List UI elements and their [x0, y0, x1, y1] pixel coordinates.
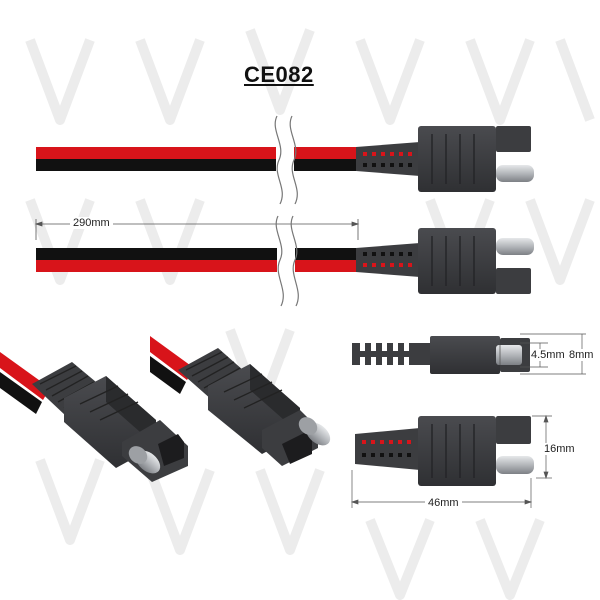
second-connector-pin	[496, 238, 534, 255]
top-break-line-left	[274, 115, 283, 205]
watermark-pattern	[25, 28, 595, 600]
top-connector	[356, 126, 534, 192]
bottom-break-line-right	[290, 215, 299, 307]
bottom-red-wire	[36, 260, 359, 272]
plug-width-label: 8mm	[569, 349, 594, 361]
front-view-connector	[355, 416, 534, 486]
second-connector	[356, 228, 534, 294]
top-break-line-right	[289, 115, 298, 205]
side-view-connector	[352, 336, 530, 374]
connector-3d-right	[150, 336, 331, 466]
top-cable	[36, 115, 359, 205]
top-connector-pin	[496, 165, 534, 182]
top-black-wire	[36, 159, 359, 171]
bottom-cable	[36, 215, 359, 307]
bottom-black-wire	[36, 248, 359, 260]
plug-length-label: 46mm	[425, 497, 462, 509]
plug-height-label: 16mm	[544, 443, 575, 455]
cable-length-label: 290mm	[70, 217, 113, 229]
top-red-wire	[36, 147, 359, 159]
pin-width-label: 4.5mm	[531, 349, 565, 361]
connector-3d-left	[0, 352, 188, 482]
bottom-break-line-left	[275, 215, 284, 307]
product-title: CE082	[244, 62, 314, 87]
